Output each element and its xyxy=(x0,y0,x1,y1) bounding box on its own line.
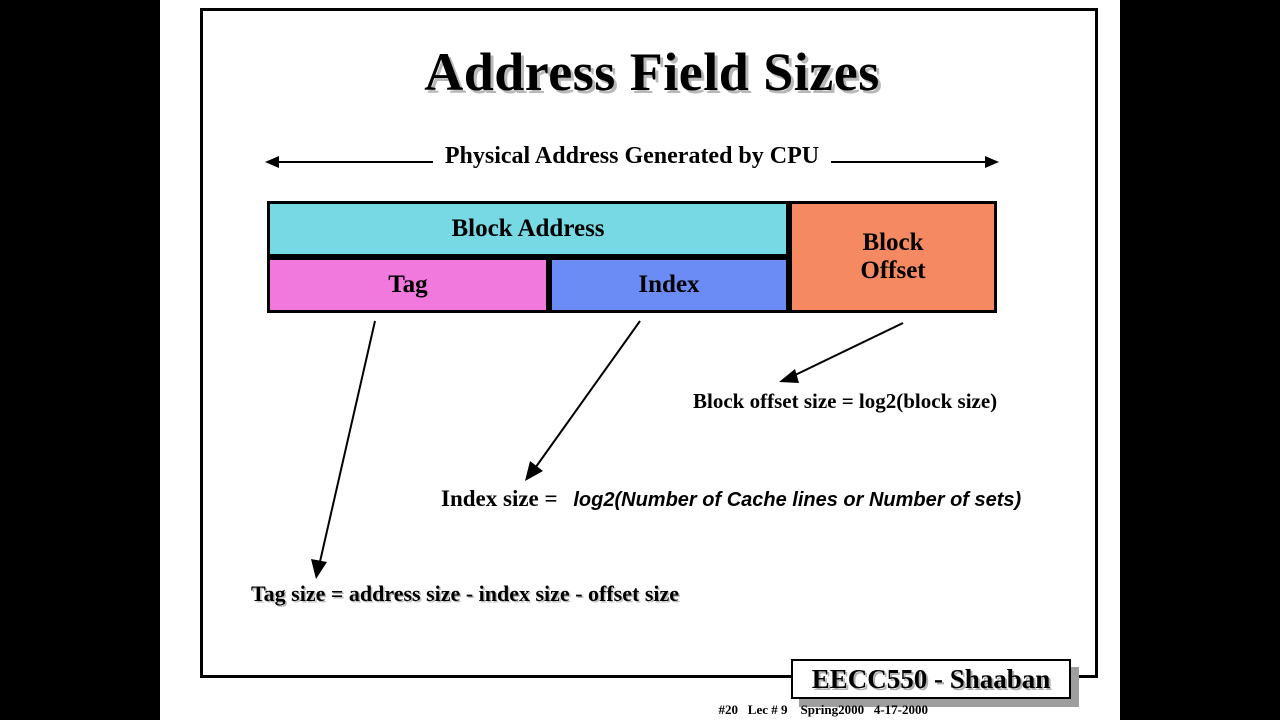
physical-address-span: Physical Address Generated by CPU xyxy=(265,141,999,183)
block-offset-callout-arrow-icon xyxy=(779,322,904,383)
slide-frame: Address Field Sizes Physical Address Gen… xyxy=(200,8,1098,707)
field-index: Index xyxy=(549,257,789,313)
field-tag: Tag xyxy=(267,257,549,313)
annotation-index-size-expression: log2(Number of Cache lines or Number of … xyxy=(573,489,1022,511)
physical-address-label-text: Physical Address Generated by CPU xyxy=(432,143,832,169)
annotation-index-size-label: Index size = xyxy=(441,486,564,511)
address-field-diagram: Block Address Tag Index Block Offset xyxy=(267,201,997,313)
annotation-tag-size: Tag size = address size - index size - o… xyxy=(251,581,680,606)
physical-address-label: Physical Address Generated by CPU xyxy=(265,143,999,170)
field-block-offset: Block Offset xyxy=(789,201,997,313)
page-title: Address Field Sizes xyxy=(424,42,880,102)
annotation-index-size: Index size = log2(Number of Cache lines … xyxy=(441,486,1021,512)
tag-callout-arrow-icon xyxy=(311,320,376,579)
footer-lecture-meta: #20 Lec # 9 Spring2000 4-17-2000 xyxy=(718,702,928,717)
index-callout-arrow-icon xyxy=(525,320,641,481)
field-block-address: Block Address xyxy=(267,201,789,257)
footer-course-badge: EECC550 - Shaaban xyxy=(791,659,1071,699)
annotation-block-offset-size: Block offset size = log2(block size) xyxy=(693,389,998,413)
